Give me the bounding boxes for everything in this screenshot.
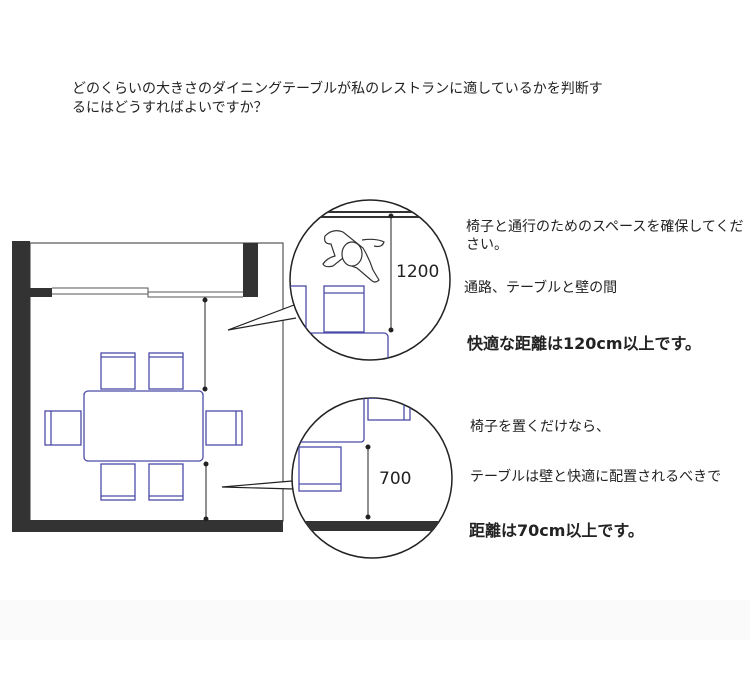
zoom-circle-bottom bbox=[291, 397, 453, 559]
dining-table bbox=[83, 390, 204, 462]
chair bbox=[44, 410, 82, 446]
callout-bottom-line3: 距離は70cm以上です。 bbox=[469, 521, 644, 540]
callout-top-line3: 快適な距離は120cm以上です。 bbox=[467, 334, 701, 353]
background-band bbox=[0, 600, 750, 640]
chair bbox=[148, 463, 184, 501]
left-wall bbox=[12, 241, 30, 532]
question-heading: どのくらいの大きさのダイニングテーブルが私のレストランに適しているかを判断するに… bbox=[72, 81, 603, 116]
zoom-circle-top bbox=[289, 199, 451, 361]
room bbox=[12, 241, 284, 532]
column bbox=[243, 243, 258, 297]
callout-top-line2: 通路、テーブルと壁の間 bbox=[464, 280, 618, 296]
dimension-lines bbox=[202, 297, 209, 522]
chair bbox=[205, 410, 243, 446]
person-icon bbox=[322, 230, 385, 283]
dimension-label-700: 700 bbox=[379, 469, 412, 489]
bottom-wall bbox=[12, 520, 283, 532]
callout-bottom-line2: テーブルは壁と快適に配置されるべきで bbox=[470, 469, 722, 485]
furniture bbox=[44, 352, 243, 501]
chair bbox=[100, 352, 136, 390]
chair bbox=[148, 352, 184, 390]
callout-pointers bbox=[221, 304, 297, 490]
dimension-label-1200: 1200 bbox=[396, 262, 440, 282]
callout-top-line1: 椅子と通行のためのスペースを確保してください。 bbox=[466, 219, 744, 253]
chair bbox=[100, 463, 136, 501]
callout-bottom-line1: 椅子を置くだけなら、 bbox=[470, 419, 610, 435]
